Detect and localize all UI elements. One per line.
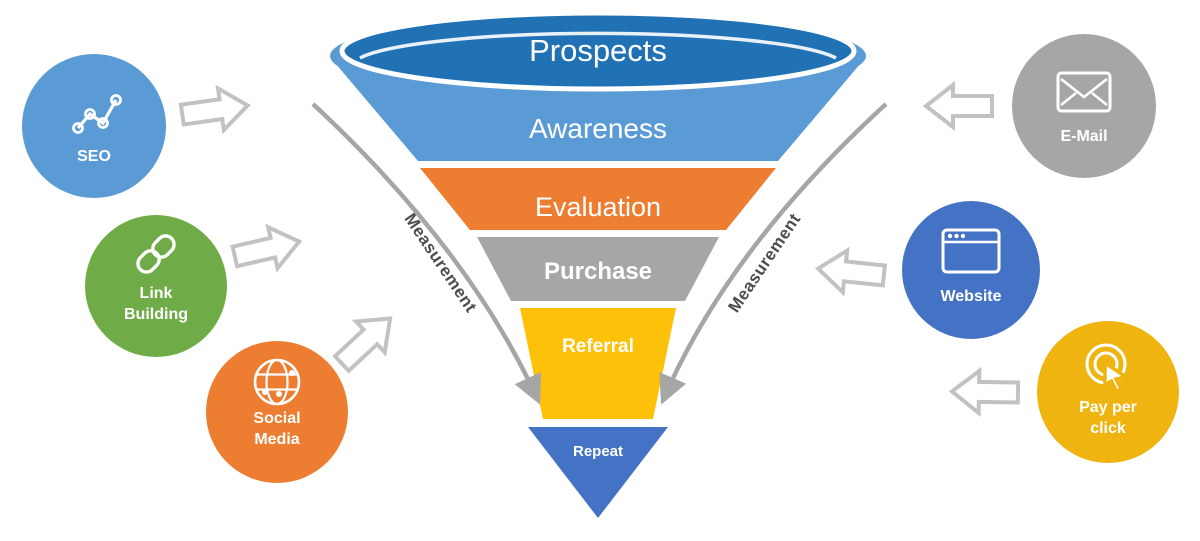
- measurement-label-right: Measurement: [724, 210, 804, 316]
- channel-pay-per-click-label-line1: Pay per: [1079, 399, 1137, 416]
- channel-arrows: [178, 80, 1021, 418]
- channel-seo-circle: [22, 54, 166, 198]
- envelope-icon: [1056, 71, 1112, 113]
- channel-website: Website: [902, 201, 1040, 339]
- channel-link-building-circle: [85, 215, 227, 357]
- chain-link-icon: [136, 234, 176, 274]
- channel-email-label: E-Mail: [1060, 128, 1107, 145]
- stage-label-prospects: Prospects: [529, 33, 667, 68]
- stage-label-referral: Referral: [562, 336, 634, 357]
- arrow-linkbuilding-to-funnel-icon: [230, 223, 303, 273]
- channel-link-building: Link Building: [85, 215, 227, 357]
- channel-website-circle: [902, 201, 1040, 339]
- stage-label-purchase: Purchase: [544, 258, 652, 285]
- channel-seo: SEO: [22, 54, 166, 198]
- measurement-curve-right: [659, 102, 888, 405]
- funnel-stage-prospects: [339, 10, 857, 92]
- channel-link-building-label-line2: Building: [124, 306, 188, 323]
- stage-label-awareness: Awareness: [529, 113, 667, 144]
- channel-website-label: Website: [940, 288, 1001, 305]
- channel-pay-per-click: Pay per click: [1037, 321, 1179, 463]
- funnel-stage-purchase: [477, 237, 719, 301]
- channel-seo-label: SEO: [77, 148, 111, 165]
- channel-pay-per-click-label-line2: click: [1090, 420, 1126, 437]
- channel-email-circle: [1012, 34, 1156, 178]
- channel-pay-per-click-circle: [1037, 321, 1179, 463]
- stage-label-evaluation: Evaluation: [535, 192, 661, 222]
- funnel-stage-repeat: [528, 427, 668, 518]
- funnel-stage-evaluation: [420, 168, 776, 230]
- arrow-email-to-funnel-icon: [922, 80, 994, 132]
- channel-social-media-circle: [206, 341, 348, 483]
- browser-window-icon: [941, 228, 1001, 274]
- channel-social-media: Social Media: [206, 341, 348, 483]
- funnel-stage-referral: [520, 308, 676, 419]
- channel-link-building-label-line1: Link: [140, 285, 173, 302]
- click-cursor-icon: [1085, 343, 1131, 394]
- arrow-payperclick-to-funnel-icon: [948, 366, 1021, 418]
- measurement-curve-left: [311, 102, 542, 405]
- arrow-website-to-funnel-icon: [814, 246, 888, 297]
- stage-label-repeat: Repeat: [573, 443, 623, 460]
- channel-social-media-label-line1: Social: [253, 410, 300, 427]
- channel-email: E-Mail: [1012, 34, 1156, 178]
- channel-social-media-label-line2: Media: [254, 431, 299, 448]
- globe-icon: [253, 358, 301, 406]
- funnel-mouth-inner-lip: [359, 31, 837, 60]
- arrow-seo-to-funnel-icon: [178, 84, 251, 135]
- arrow-socialmedia-to-funnel-icon: [332, 316, 393, 374]
- funnel: Prospects Awareness Evaluation Purchase …: [330, 10, 866, 518]
- seo-nodes-icon: [72, 94, 122, 134]
